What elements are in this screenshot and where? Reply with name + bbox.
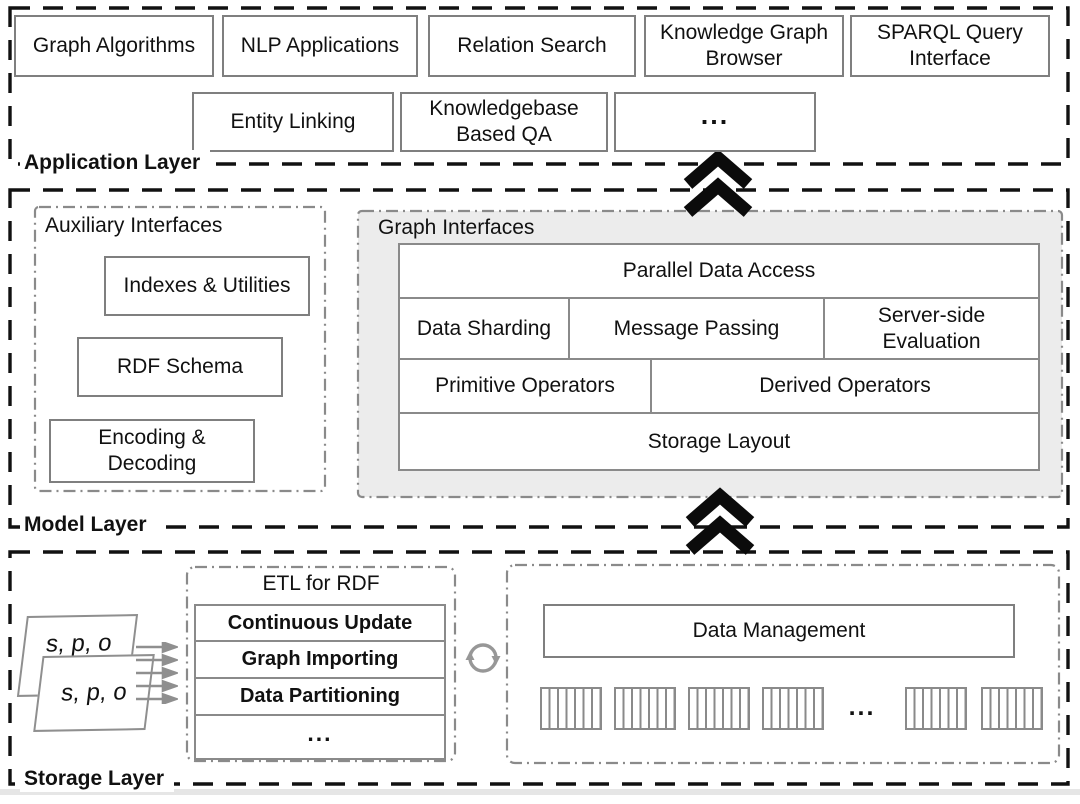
box-data-management: Data Management — [543, 604, 1015, 658]
box-knowledgebase-based-qa: Knowledgebase Based QA — [400, 92, 608, 152]
application-layer-border — [8, 6, 1070, 166]
ingest-arrows-icon — [136, 642, 178, 704]
etl-table: Continuous Update Graph Importing Data P… — [194, 604, 446, 760]
box-rdf-schema: RDF Schema — [77, 337, 283, 397]
cell-storage-layout: Storage Layout — [400, 414, 1038, 469]
etl-row-graph-importing: Graph Importing — [196, 640, 444, 677]
partition-box — [905, 687, 967, 730]
cell-data-sharding: Data Sharding — [400, 299, 568, 358]
box-knowledge-graph-browser: Knowledge Graph Browser — [644, 15, 844, 77]
auxiliary-interfaces-border — [33, 205, 327, 493]
etl-container-border — [185, 565, 457, 763]
partition-box — [762, 687, 824, 730]
etl-row-data-partitioning: Data Partitioning — [196, 677, 444, 714]
storage-layer-border — [8, 550, 1070, 786]
partition-box — [981, 687, 1043, 730]
cell-derived-operators: Derived Operators — [650, 360, 1038, 412]
model-layer-label: Model Layer — [20, 512, 157, 538]
box-entity-linking: Entity Linking — [192, 92, 394, 152]
box-app-ellipsis: ... — [614, 92, 816, 152]
graph-interfaces-table: Parallel Data Access Data Sharding Messa… — [398, 243, 1040, 471]
graph-interfaces-title: Graph Interfaces — [378, 216, 535, 239]
cell-primitive-operators: Primitive Operators — [400, 360, 650, 412]
partition-ellipsis: ... — [848, 693, 876, 721]
partition-box — [688, 687, 750, 730]
cell-message-passing: Message Passing — [568, 299, 823, 358]
etl-row-continuous-update: Continuous Update — [196, 606, 444, 640]
etl-title: ETL for RDF — [262, 572, 380, 595]
application-layer-label: Application Layer — [20, 150, 211, 176]
box-nlp-applications: NLP Applications — [222, 15, 418, 77]
cell-parallel-data-access: Parallel Data Access — [400, 245, 1038, 297]
box-relation-search: Relation Search — [428, 15, 636, 77]
storage-layer-label: Storage Layer — [20, 766, 175, 792]
auxiliary-interfaces-title: Auxiliary Interfaces — [45, 214, 223, 237]
sync-cycle-icon — [465, 643, 501, 673]
bottom-edge-strip — [0, 789, 1080, 795]
box-sparql-query-interface: SPARQL Query Interface — [850, 15, 1050, 77]
partition-box — [614, 687, 676, 730]
box-encoding-decoding: Encoding & Decoding — [49, 419, 255, 483]
box-graph-algorithms: Graph Algorithms — [14, 15, 214, 77]
partition-box — [540, 687, 602, 730]
up-chevron-icon-app — [683, 149, 753, 217]
cell-server-side-evaluation: Server-side Evaluation — [823, 299, 1038, 358]
model-layer-border — [8, 188, 1070, 529]
box-indexes-utilities: Indexes & Utilities — [104, 256, 310, 316]
up-chevron-icon-model — [685, 487, 755, 555]
data-management-container-border — [505, 563, 1061, 765]
etl-row-ellipsis: ... — [196, 714, 444, 758]
